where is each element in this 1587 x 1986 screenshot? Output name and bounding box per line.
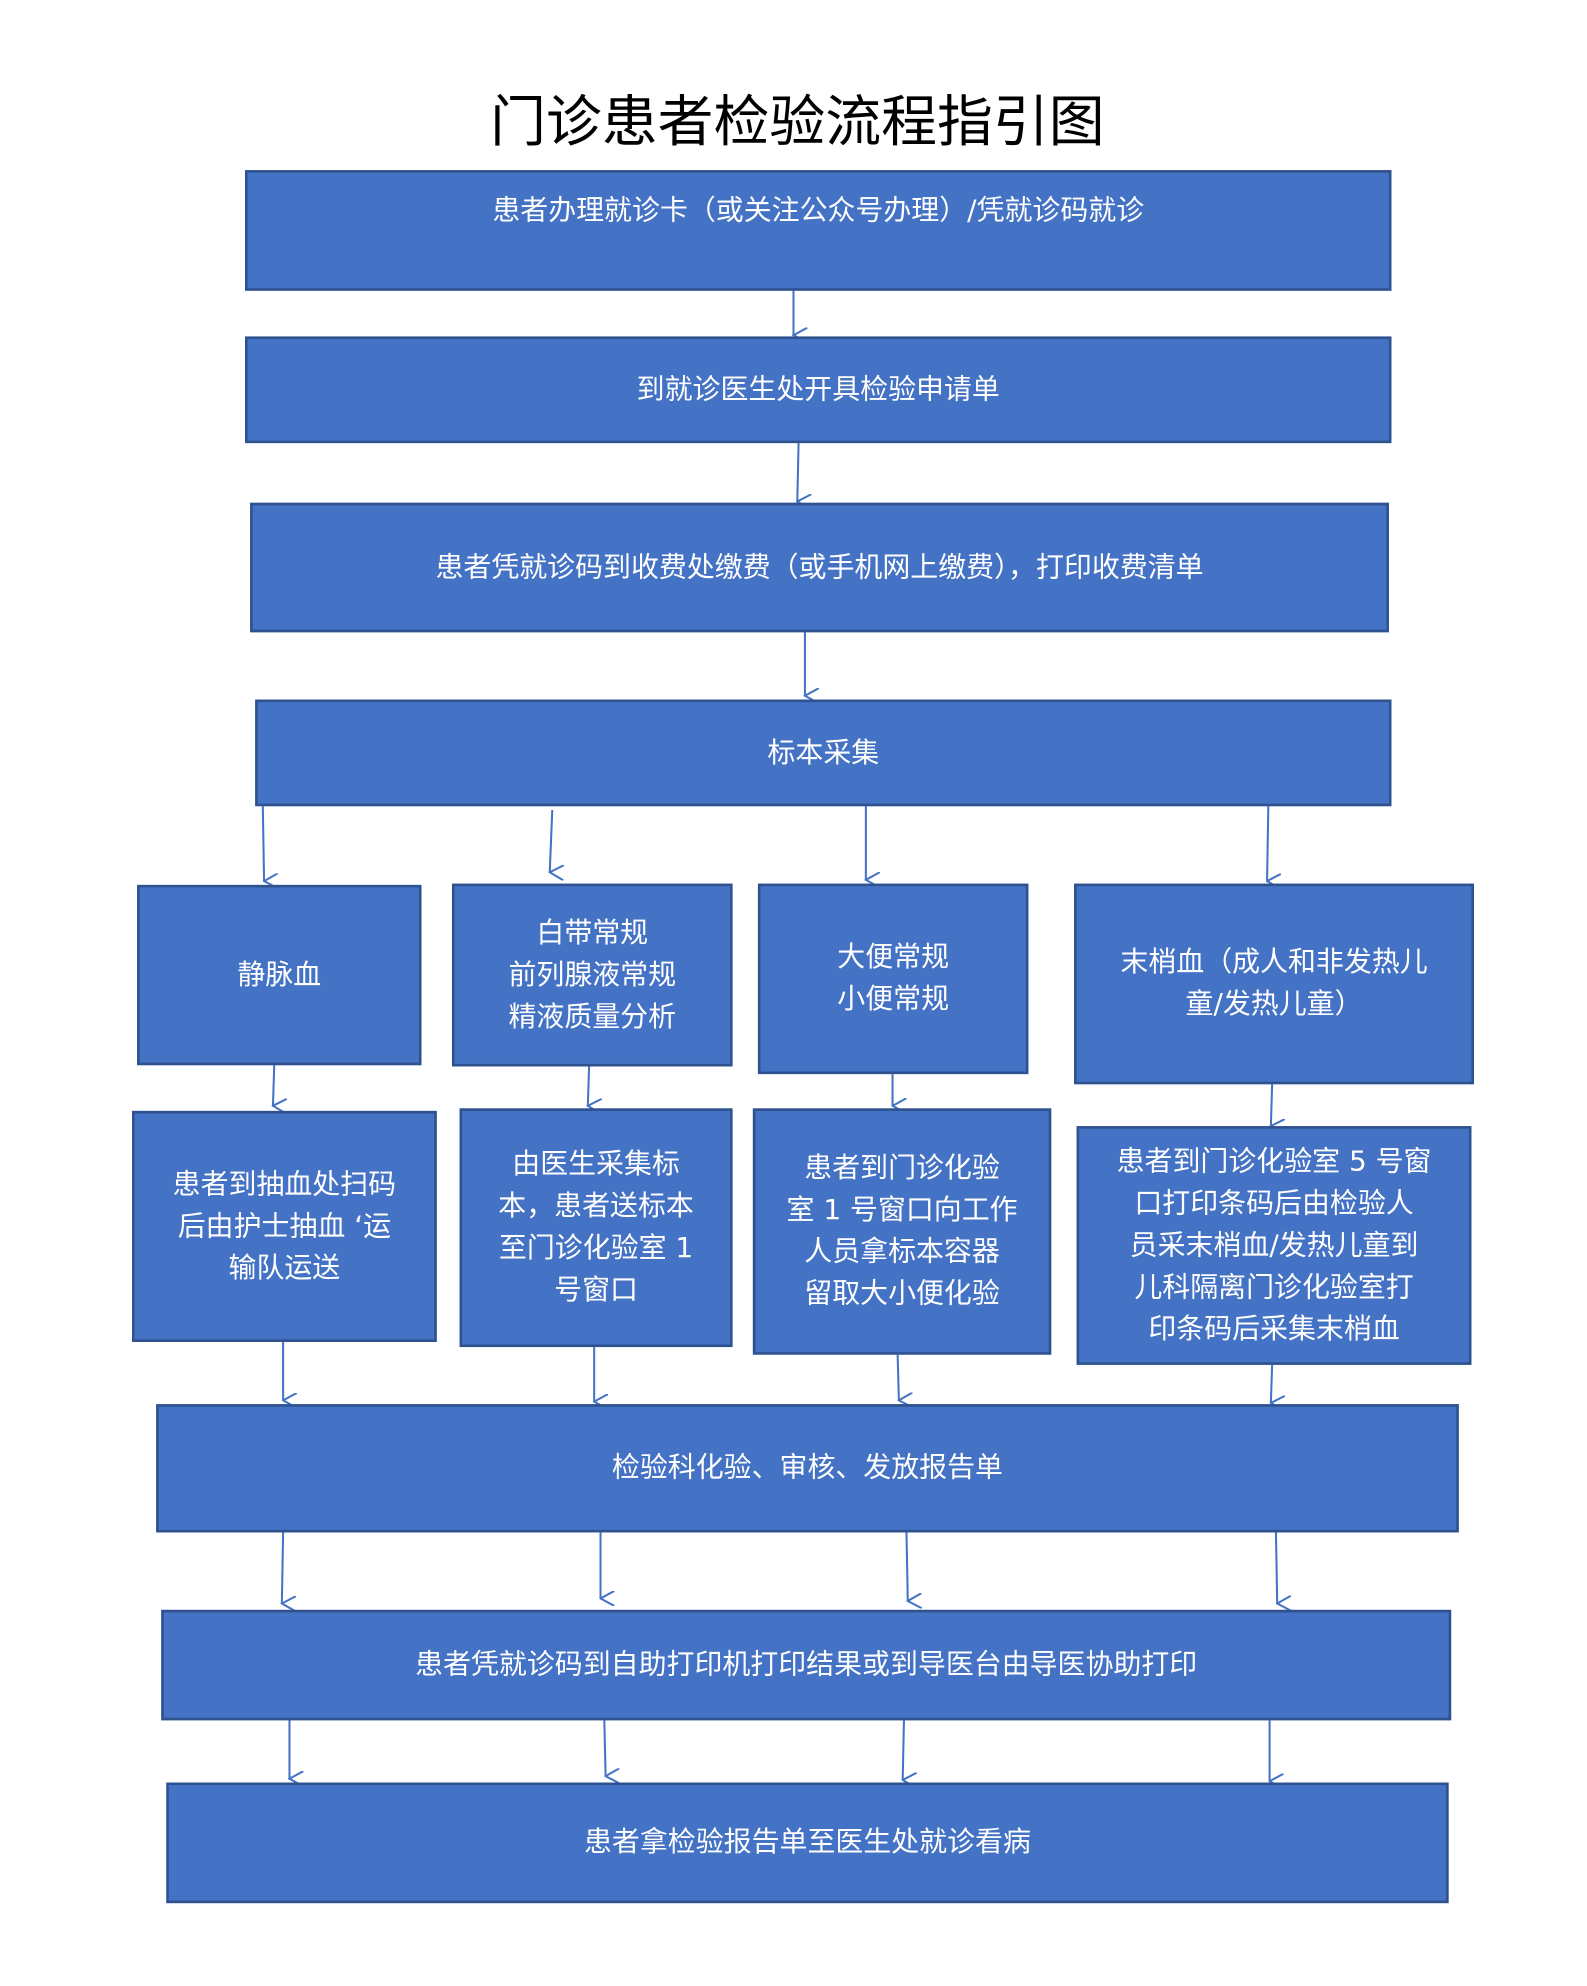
- step-text: 患者到门诊化验 室 1 号窗口向工作 人员拿标本容器 留取大小便化验: [786, 1152, 1018, 1311]
- arrow: [550, 809, 553, 872]
- arrow: [1267, 806, 1268, 881]
- step-text: 患者办理就诊卡（或关注公众号办理）/凭就诊码就诊: [492, 195, 1145, 228]
- step-register: 患者办理就诊卡（或关注公众号办理）/凭就诊码就诊: [245, 170, 1392, 291]
- step-text: 末梢血（成人和非发热儿 童/发热儿童）: [1120, 947, 1428, 1021]
- step-text: 患者拿检验报告单至医生处就诊看病: [583, 1826, 1031, 1859]
- type-secretions: 白带常规 前列腺液常规 精液质量分析: [451, 883, 733, 1067]
- step-text: 患者凭就诊码到收费处缴费（或手机网上缴费），打印收费清单: [435, 551, 1204, 584]
- arrow: [896, 1354, 899, 1401]
- arrow: [282, 1532, 283, 1603]
- arrow: [905, 1532, 907, 1601]
- step-text: 到就诊医生处开具检验申请单: [636, 373, 1000, 406]
- arrow: [273, 1065, 274, 1106]
- arrow: [1271, 1084, 1272, 1126]
- step-text: 患者到抽血处扫码 后由护士抽血 ‘运 输队运送: [172, 1168, 397, 1285]
- step-text: 大便常规 小便常规: [837, 942, 950, 1016]
- step-lab: 检验科化验、审核、发放报告单: [156, 1404, 1459, 1533]
- procedure-peripheral-blood: 患者到门诊化验室 5 号窗 口打印条码后由检验人 员采末梢血/发热儿童到 儿科隔…: [1076, 1126, 1472, 1365]
- step-text: 检验科化验、审核、发放报告单: [611, 1452, 1003, 1485]
- arrow: [797, 443, 798, 501]
- arrow: [588, 1066, 589, 1105]
- type-stool-urine: 大便常规 小便常规: [757, 883, 1029, 1075]
- step-doctor: 到就诊医生处开具检验申请单: [245, 336, 1392, 444]
- arrow: [903, 1720, 904, 1780]
- arrow: [1271, 1364, 1272, 1403]
- procedure-venous-blood: 患者到抽血处扫码 后由护士抽血 ‘运 输队运送: [132, 1110, 437, 1342]
- step-payment: 患者凭就诊码到收费处缴费（或手机网上缴费），打印收费清单: [250, 502, 1389, 633]
- type-peripheral-blood: 末梢血（成人和非发热儿 童/发热儿童）: [1074, 883, 1475, 1085]
- page-title: 门诊患者检验流程指引图: [490, 90, 1105, 155]
- step-text: 患者到门诊化验室 5 号窗 口打印条码后由检验人 员采末梢血/发热儿童到 儿科隔…: [1116, 1145, 1432, 1346]
- step-text: 静脉血: [237, 959, 322, 991]
- step-text: 白带常规 前列腺液常规 精液质量分析: [508, 917, 677, 1033]
- step-text: 患者凭就诊码到自助打印机打印结果或到导医台由导医协助打印: [415, 1649, 1198, 1681]
- procedure-secretions: 由医生采集标 本，患者送标本 至门诊化验室 1 号窗口: [459, 1108, 733, 1348]
- type-venous-blood: 静脉血: [137, 884, 422, 1066]
- step-text: 由医生采集标 本，患者送标本 至门诊化验室 1 号窗口: [498, 1148, 694, 1307]
- procedure-stool-urine: 患者到门诊化验 室 1 号窗口向工作 人员拿标本容器 留取大小便化验: [752, 1108, 1052, 1355]
- arrow: [261, 806, 264, 881]
- step-print: 患者凭就诊码到自助打印机打印结果或到导医台由导医协助打印: [161, 1609, 1452, 1721]
- step-final: 患者拿检验报告单至医生处就诊看病: [166, 1782, 1449, 1904]
- arrow: [1274, 1532, 1277, 1603]
- arrow: [603, 1720, 605, 1776]
- step-collection: 标本采集: [255, 699, 1392, 807]
- step-text: 标本采集: [767, 737, 880, 769]
